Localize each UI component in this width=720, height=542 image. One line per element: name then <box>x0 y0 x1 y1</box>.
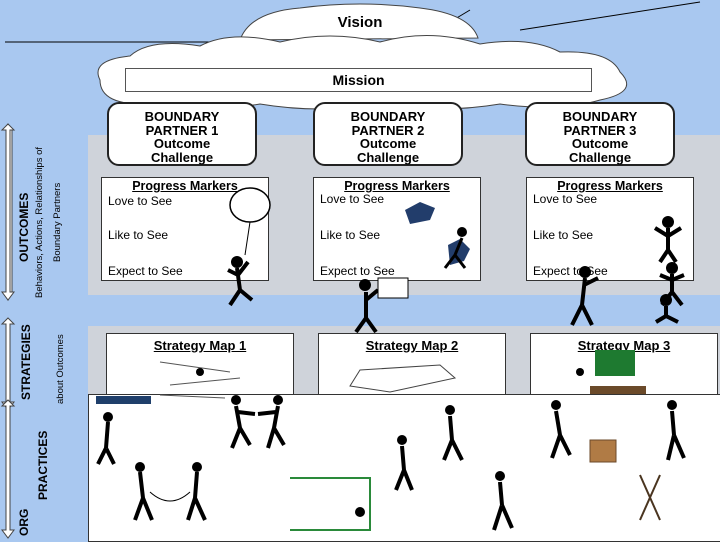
side-arrows-graphic <box>0 123 16 539</box>
vision-label: Vision <box>337 14 383 31</box>
progress-markers-3: Progress Markers Love to See Like to See… <box>526 177 694 281</box>
mission-box: Mission <box>125 68 592 92</box>
